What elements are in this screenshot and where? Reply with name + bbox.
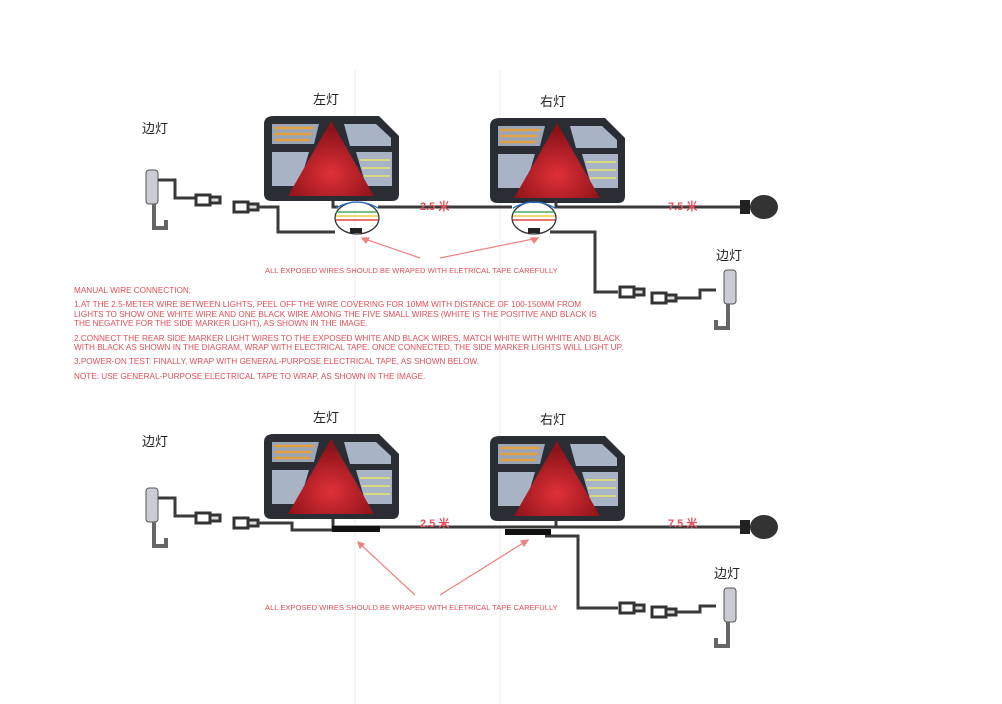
top-diagram: 左灯 右灯 边灯 边灯: [142, 93, 778, 330]
tape-annotation: ALL EXPOSED WIRES SHOULD BE WRAPED WITH …: [265, 266, 558, 275]
right-lamp-label: 右灯: [540, 413, 566, 428]
plug-icon: [740, 515, 778, 539]
instruction-step-3: 3.POWER-ON TEST: FINALLY, WRAP WITH GENE…: [74, 357, 480, 367]
instructions: MANUAL WIRE CONNECTION: 1.AT THE 2.5-MET…: [74, 286, 629, 386]
distance-2-5m: 2.5 米: [420, 199, 450, 213]
instruction-step-2: 2.CONNECT THE REAR SIDE MARKER LIGHT WIR…: [74, 333, 624, 353]
plug-icon: [740, 195, 778, 219]
left-lamp-label: 左灯: [313, 93, 339, 108]
left-lamp-label: 左灯: [313, 411, 339, 426]
side-marker-label-right: 边灯: [714, 567, 740, 582]
bottom-diagram: 左灯 右灯 边灯 边灯 2.5 米 7.5 米: [142, 411, 778, 648]
side-marker-label-left: 边灯: [142, 435, 168, 450]
right-tail-lamp: [488, 434, 627, 523]
instruction-step-1: 1.AT THE 2.5-METER WIRE BETWEEN LIGHTS, …: [74, 300, 597, 329]
right-lamp-label: 右灯: [540, 95, 566, 110]
side-marker-label-right: 边灯: [716, 249, 742, 264]
right-side-marker: [714, 268, 738, 330]
instruction-note: NOTE: USE GENERAL-PURPOSE ELECTRICAL TAP…: [74, 371, 426, 381]
distance-7-5m: 7.5 米: [668, 199, 698, 213]
distance-7-5m: 7.5 米: [668, 516, 698, 530]
tape-annotation: ALL EXPOSED WIRES SHOULD BE WRAPED WITH …: [265, 603, 558, 612]
instructions-title: MANUAL WIRE CONNECTION:: [74, 286, 192, 295]
right-side-marker: [714, 586, 738, 648]
left-tail-lamp: [262, 114, 401, 203]
left-tail-lamp: [262, 432, 401, 521]
side-marker-label-left: 边灯: [142, 122, 168, 137]
right-tail-lamp: [488, 116, 627, 205]
distance-2-5m: 2.5 米: [420, 516, 450, 530]
